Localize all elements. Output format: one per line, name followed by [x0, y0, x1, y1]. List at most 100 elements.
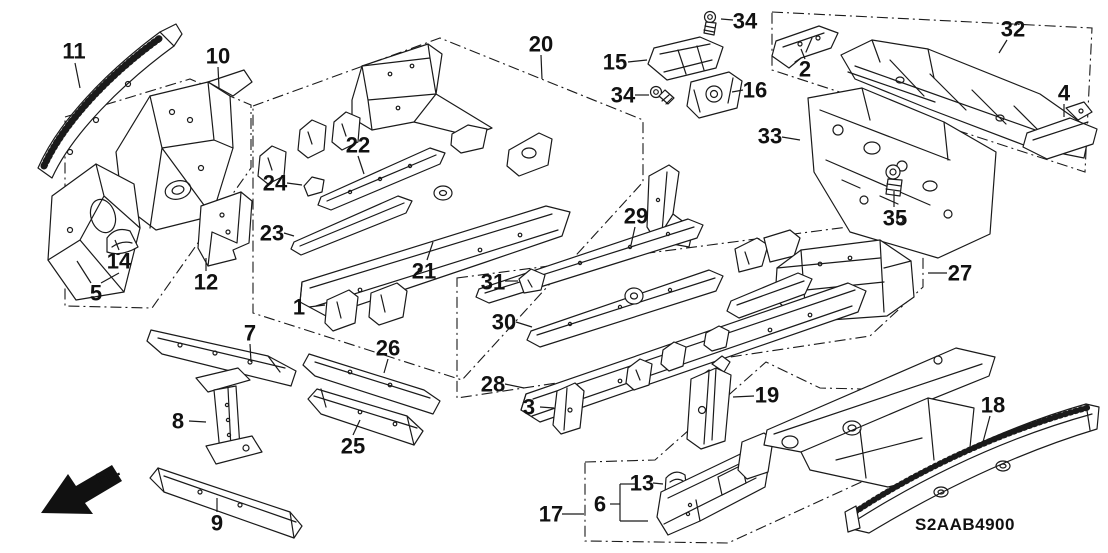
part-11-upper-rail	[37, 23, 183, 179]
grommet-mid	[433, 185, 453, 201]
callout-20-leader	[540, 54, 543, 80]
callout-11: 11	[62, 39, 85, 64]
callout-23-leader	[283, 232, 295, 237]
callout-15-leader	[627, 59, 648, 63]
callout-29: 29	[624, 204, 648, 229]
part-14-bracket	[106, 228, 139, 255]
group-box-32	[771, 11, 1093, 173]
callout-1-leader	[308, 304, 326, 308]
callout-9: 9	[211, 511, 223, 536]
front-side-frame-assembly	[737, 347, 996, 488]
callout-24-leader	[286, 182, 303, 186]
callout-13-leader	[652, 482, 664, 485]
callout-2: 2	[799, 57, 811, 82]
diagram-code: S2AAB4900	[915, 515, 1015, 534]
callout-23: 23	[260, 221, 284, 246]
callout-11-leader	[74, 62, 81, 89]
callout-33-leader	[781, 136, 801, 141]
grommet-floor	[624, 287, 644, 305]
callout-19: 19	[755, 383, 779, 408]
bolt-34-top	[703, 10, 717, 36]
front-clips	[257, 111, 361, 185]
part-28-sill	[520, 282, 867, 423]
callout-25-leader	[352, 419, 361, 436]
part-22-rail	[317, 147, 446, 211]
callout-29-leader	[630, 226, 636, 246]
callout-34: 34	[611, 83, 636, 108]
part-2-bracket	[771, 25, 839, 69]
callout-20: 20	[529, 32, 553, 57]
callout-8-leader	[188, 420, 207, 423]
part-3-bracket	[552, 382, 585, 435]
callout-16-leader	[731, 89, 744, 93]
callout-31: 31	[481, 270, 505, 295]
part-5-damper-housing	[47, 163, 141, 301]
part-19-bracket	[686, 355, 732, 450]
callout-16: 16	[743, 78, 767, 103]
part-21-side-frame	[299, 205, 571, 317]
callout-18: 18	[981, 393, 1005, 418]
bolt-34-mid	[649, 85, 675, 105]
fr-direction-arrow	[41, 465, 122, 514]
callout-34-leader	[720, 18, 734, 21]
callout-34: 34	[733, 9, 758, 34]
callout-21-leader	[426, 241, 434, 261]
callout-28-leader	[504, 383, 525, 389]
group-box-20	[252, 37, 644, 381]
callout-30-leader	[515, 321, 533, 328]
callout-2-leader	[800, 48, 806, 60]
callout-26-leader	[383, 358, 389, 374]
callout-21: 21	[412, 259, 436, 284]
callout-8: 8	[172, 409, 184, 434]
part-7-upper-crossmember	[146, 329, 297, 387]
callout-32: 32	[1001, 17, 1025, 42]
callout-18-leader	[982, 415, 991, 443]
part-8-center-stay	[195, 367, 263, 465]
callout-19-leader	[732, 395, 755, 398]
callout-25: 25	[341, 434, 365, 459]
bolt-35	[885, 164, 903, 197]
callout-22: 22	[346, 133, 370, 158]
callout-3-leader	[539, 406, 555, 409]
part-20-frame-extension	[351, 43, 493, 137]
callout-26: 26	[376, 336, 400, 361]
callout-10-leader	[217, 66, 220, 89]
part-30-rail	[526, 269, 813, 348]
part-15-bracket	[647, 36, 724, 81]
callout-14-leader	[114, 239, 120, 251]
part-9-lower-crossmember	[149, 467, 303, 539]
callout-7-leader	[249, 343, 252, 363]
part-24-clip	[303, 176, 325, 197]
callout-27: 27	[948, 261, 972, 286]
callout-7: 7	[244, 321, 256, 346]
part-4-rail	[1022, 101, 1098, 160]
part-26-rail	[302, 353, 441, 415]
callout-5-leader	[100, 272, 120, 284]
callout-14: 14	[107, 249, 132, 274]
callout-5-leader	[76, 260, 92, 284]
callout-15: 15	[603, 50, 627, 75]
part-10-wheelhouse	[115, 69, 253, 231]
callout-3: 3	[523, 395, 535, 420]
part-31-clip	[518, 268, 546, 294]
callout-17: 17	[539, 502, 563, 527]
callout-32-leader	[998, 39, 1008, 54]
fr-arrow-icon	[41, 465, 122, 514]
callout-24: 24	[263, 171, 288, 196]
callout-6: 6	[594, 492, 606, 517]
part-16-bracket	[686, 71, 743, 119]
part-23-rail	[290, 195, 413, 256]
part-33-dashboard-lower	[807, 87, 997, 259]
small-brackets-right-of-22	[450, 124, 553, 177]
callout-1: 1	[293, 295, 305, 320]
fr-label: FR.	[94, 462, 123, 487]
part-18-side-sill	[844, 403, 1100, 534]
callout-22-leader	[357, 155, 365, 175]
callout-10: 10	[206, 44, 230, 69]
callout-12: 12	[194, 270, 218, 295]
callout-33: 33	[758, 124, 782, 149]
part-25-crossmember	[307, 388, 424, 446]
callout-35: 35	[883, 206, 907, 231]
